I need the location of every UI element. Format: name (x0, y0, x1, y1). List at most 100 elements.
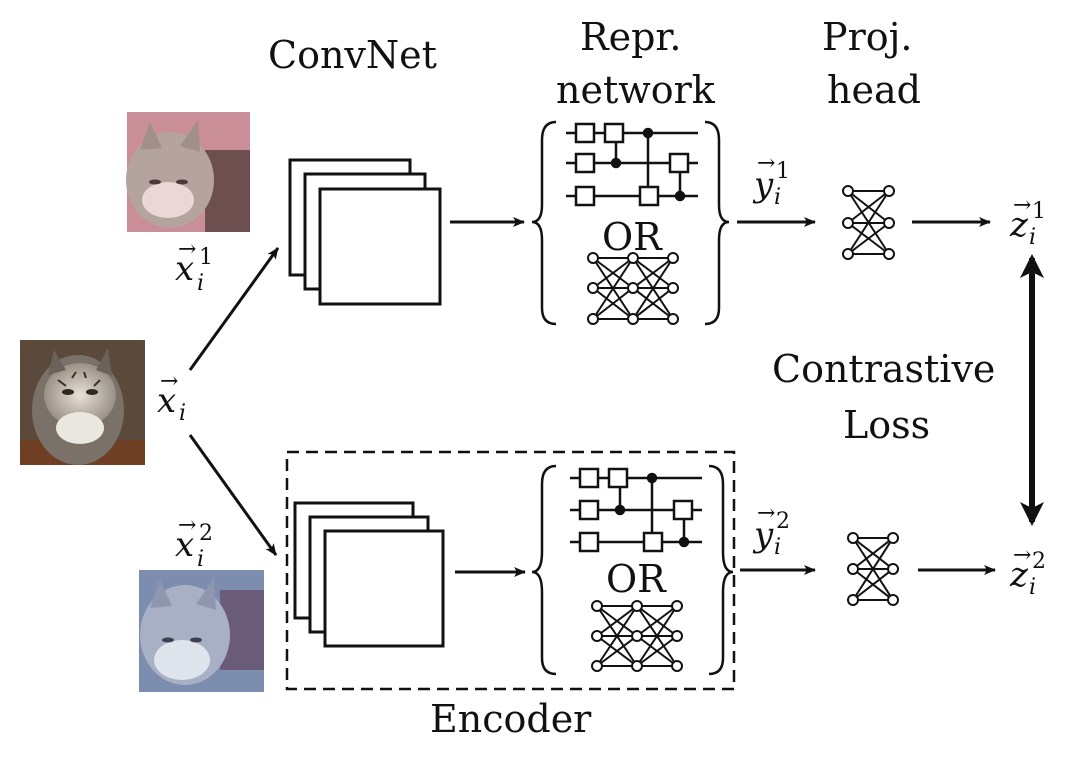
repr-top-nn-edge (592, 257, 634, 289)
convnet-label: ConvNet (268, 33, 437, 77)
projection-head-bottom (847, 532, 899, 606)
svg-text:z: z (1009, 555, 1029, 595)
repr-bottom-nn-edge (636, 605, 678, 667)
x-i-label: → x i (157, 369, 186, 426)
proj-bottom-nn-node (887, 563, 899, 575)
svg-text:→: → (178, 513, 196, 538)
svg-text:→: → (1013, 543, 1031, 568)
or-label-top: OR (602, 215, 663, 259)
svg-text:1: 1 (199, 245, 213, 270)
svg-text:i: i (774, 535, 781, 560)
svg-text:x: x (157, 381, 176, 421)
repr-top-nn-node (587, 282, 599, 294)
svg-text:z: z (1009, 205, 1029, 245)
original-cat-image (20, 340, 145, 465)
contrastive-loss-label-line1: Contrastive (772, 347, 995, 391)
repr-bottom-nn-edge (596, 605, 638, 667)
svg-text:i: i (179, 401, 186, 426)
arrow-x-to-bottom-convnet (188, 434, 278, 556)
svg-text:2: 2 (1032, 549, 1046, 574)
svg-text:i: i (1029, 575, 1036, 600)
repr-bottom-nn-node (591, 660, 603, 672)
proj-top-nn-edge (847, 190, 890, 255)
svg-text:i: i (197, 271, 204, 296)
svg-text:→: → (757, 501, 775, 526)
augmented-cat-image-bottom (139, 570, 264, 692)
repr-top-nn-node (667, 282, 679, 294)
repr-top-nn-node (627, 313, 639, 325)
svg-text:→: → (1013, 193, 1031, 218)
proj-bottom-nn-edge (852, 537, 894, 601)
repr-top-nn-edge (632, 287, 674, 320)
svg-text:i: i (197, 547, 204, 572)
proj-bottom-nn-edge (852, 568, 894, 601)
repr-bottom-nn-edge (636, 605, 678, 637)
repr-bottom-nn-edge (596, 635, 638, 667)
repr-bottom-nn-node (631, 630, 643, 642)
proj-top-nn-node (842, 185, 854, 197)
repr-top-nn-edge (592, 287, 634, 320)
proj-bottom-nn-node (887, 532, 899, 544)
z-i-2-label: → z i 2 (1009, 543, 1046, 600)
proj-bottom-nn-node (847, 563, 859, 575)
proj-top-nn-node (883, 248, 895, 260)
proj-bottom-nn-node (847, 532, 859, 544)
repr-bottom-nn-node (631, 660, 643, 672)
repr-network-bottom (531, 464, 734, 676)
repr-bottom-nn-node (671, 630, 683, 642)
proj-top-nn-node (842, 248, 854, 260)
proj-bottom-nn-node (847, 594, 859, 606)
svg-text:→: → (178, 237, 196, 262)
repr-top-nn-node (627, 282, 639, 294)
svg-text:2: 2 (776, 509, 790, 534)
repr-top-nn-edge (592, 257, 634, 320)
proj-bottom-nn-edge (852, 537, 894, 570)
repr-bottom-nn-edge (596, 605, 638, 637)
convnet-top (288, 158, 442, 306)
y-i-1-label: → y i 1 (752, 151, 790, 210)
convnet-bottom (293, 501, 445, 648)
svg-text:y: y (752, 515, 774, 555)
repr-network-label-line2: network (556, 68, 716, 112)
repr-top-nn-node (587, 313, 599, 325)
svg-text:y: y (752, 165, 774, 205)
proj-bottom-nn-node (887, 594, 899, 606)
repr-top-nn-node (587, 252, 599, 264)
repr-top-nn-node (667, 252, 679, 264)
proj-top-nn-edge (847, 222, 890, 255)
repr-bottom-nn-node (671, 600, 683, 612)
svg-text:→: → (757, 151, 775, 176)
z-i-1-label: → z i 1 (1009, 193, 1046, 250)
repr-bottom-nn-node (671, 660, 683, 672)
repr-bottom-nn-node (591, 630, 603, 642)
nn-graph-top (587, 252, 679, 325)
proj-top-nn-node (883, 185, 895, 197)
nn-graph-bottom (591, 600, 683, 672)
proj-head-label-line2: head (827, 68, 921, 112)
repr-top-nn-node (667, 313, 679, 325)
repr-bottom-nn-edge (636, 635, 678, 667)
arrow-x-to-top-convnet (188, 247, 280, 371)
proj-top-nn-edge (847, 190, 890, 224)
augmented-cat-image-top (126, 112, 250, 232)
svg-text:i: i (774, 185, 781, 210)
svg-text:1: 1 (776, 159, 790, 184)
svg-text:1: 1 (1032, 199, 1046, 224)
svg-text:i: i (1029, 225, 1036, 250)
repr-network-label-line1: Repr. (580, 15, 682, 59)
proj-top-nn-node (883, 217, 895, 229)
x-i-2-label: → x i 2 (175, 513, 213, 572)
y-i-2-label: → y i 2 (752, 501, 790, 560)
proj-head-label-line1: Proj. (822, 15, 912, 59)
svg-text:x: x (175, 249, 194, 289)
repr-top-nn-edge (632, 257, 674, 289)
repr-top-nn-node (627, 252, 639, 264)
projection-head-top (842, 185, 895, 260)
encoder-label: Encoder (430, 697, 592, 741)
repr-bottom-nn-node (631, 600, 643, 612)
x-i-1-label: → x i 1 (175, 237, 213, 296)
proj-top-nn-node (842, 217, 854, 229)
or-label-bottom: OR (606, 557, 667, 601)
